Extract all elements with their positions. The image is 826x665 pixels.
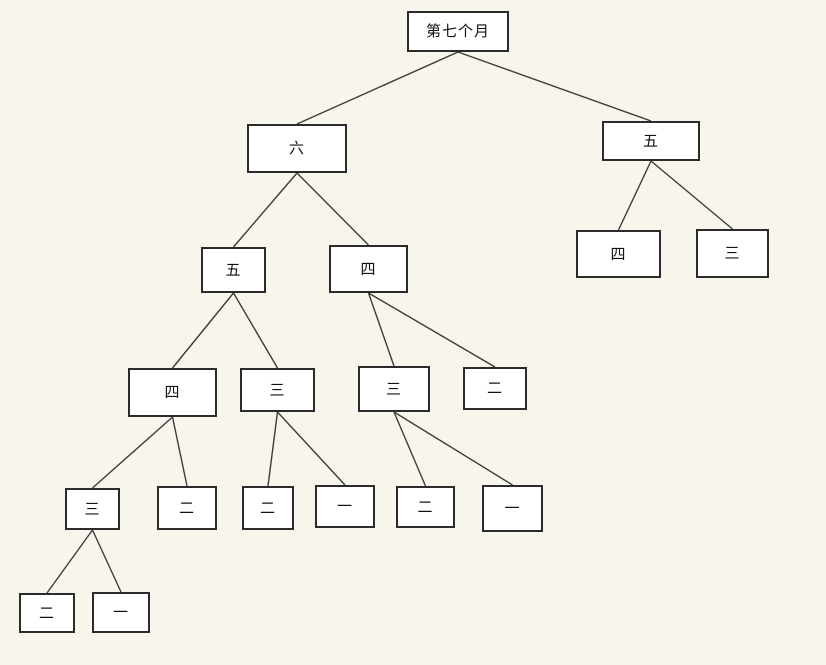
tree-node-l5-1b: 一 [482, 485, 543, 532]
tree-node-l5-2c: 二 [396, 486, 455, 528]
tree-edge-l5-3-l6-1 [91, 529, 122, 593]
tree-node-r3-4: 四 [576, 230, 661, 278]
tree-node-l4-4: 四 [128, 368, 217, 417]
tree-edge-month7-r2-5 [457, 51, 652, 122]
tree-edge-l4-3b-l5-2c [393, 411, 427, 487]
tree-node-l5-2b: 二 [242, 486, 294, 530]
tree-edge-l4-3b-l5-1b [393, 411, 513, 486]
tree-edge-l3-5-l4-3a [232, 292, 279, 369]
tree-edge-r2-5-r3-3 [650, 160, 733, 230]
tree-edge-l2-6-l3-5 [232, 172, 298, 248]
tree-node-l3-5: 五 [201, 247, 266, 293]
tree-node-l4-3b: 三 [358, 366, 430, 412]
tree-node-r3-3: 三 [696, 229, 769, 278]
tree-edge-l3-5-l4-4 [171, 292, 235, 369]
tree-edge-l2-6-l3-4 [296, 172, 369, 246]
tree-edge-r2-5-r3-4 [617, 160, 652, 231]
tree-node-l6-1: 一 [92, 592, 150, 633]
tree-node-month7: 第七个月 [407, 11, 509, 52]
tree-node-r2-5: 五 [602, 121, 700, 161]
tree-edge-l4-3a-l5-1a [276, 411, 346, 486]
tree-node-l4-3a: 三 [240, 368, 315, 412]
tree-node-l3-4: 四 [329, 245, 408, 293]
tree-node-l4-2: 二 [463, 367, 527, 410]
tree-edge-l3-4-l4-3b [367, 292, 395, 367]
tree-node-l5-1a: 一 [315, 485, 375, 528]
tree-node-l2-6: 六 [247, 124, 347, 173]
tree-edge-l4-4-l5-2a [171, 416, 188, 487]
tree-edge-l5-3-l6-2 [46, 529, 94, 594]
tree-node-l6-2: 二 [19, 593, 75, 633]
tree-node-l5-3: 三 [65, 488, 120, 530]
tree-edge-month7-l2-6 [296, 51, 459, 125]
tree-edge-l4-3a-l5-2b [267, 411, 279, 487]
tree-edge-l3-4-l4-2 [368, 292, 496, 368]
tree-node-l5-2a: 二 [157, 486, 217, 530]
tree-edge-l4-4-l5-3 [92, 416, 173, 489]
